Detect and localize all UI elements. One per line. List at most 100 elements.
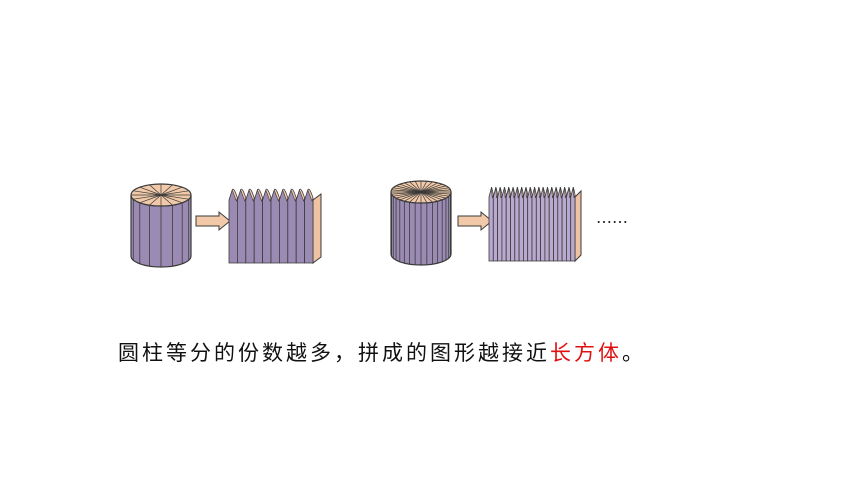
cylinder-radius-line bbox=[133, 194, 162, 200]
cuboid-strip bbox=[497, 186, 503, 262]
cylinder-radius-line bbox=[420, 191, 443, 201]
cuboid-strip bbox=[514, 186, 520, 262]
cylinder-radius-line bbox=[409, 181, 422, 193]
cuboid-strip bbox=[570, 186, 576, 262]
cylinder-radius-line bbox=[160, 184, 173, 196]
cuboid-strip bbox=[527, 186, 533, 262]
cuboid-strip-top bbox=[521, 187, 524, 199]
cuboid-strip bbox=[523, 186, 529, 262]
cylinder-radius-line bbox=[404, 182, 422, 193]
cylinder-radius-line bbox=[404, 191, 422, 202]
caption-highlight: 长方体 bbox=[550, 341, 622, 365]
cylinder-radius-line bbox=[420, 191, 449, 197]
cylinder-radius-line bbox=[160, 186, 183, 196]
cuboid-strip bbox=[505, 186, 511, 262]
cylinder-radius-line bbox=[139, 194, 162, 204]
cylinder-radius-line bbox=[420, 191, 447, 199]
cuboid-strip-top bbox=[516, 187, 520, 199]
cylinder-radius-line bbox=[391, 191, 422, 195]
cuboid-side-face bbox=[312, 193, 322, 264]
cuboid-strip bbox=[544, 186, 550, 262]
cylinder-radius-line bbox=[409, 191, 422, 203]
cylinder-radius-line bbox=[414, 181, 422, 193]
cuboid-strip-top bbox=[508, 187, 511, 199]
cylinder-radius-line bbox=[420, 183, 443, 193]
cuboid-strip-top bbox=[534, 187, 537, 199]
cuboid-strip-top bbox=[525, 187, 529, 199]
cylinder-radius-line bbox=[160, 194, 189, 200]
cuboid-strip-top bbox=[265, 188, 272, 202]
cuboid-strip bbox=[566, 186, 572, 262]
cuboid-strip bbox=[531, 186, 537, 262]
cuboid-strip bbox=[510, 186, 516, 262]
cuboid-strip-top bbox=[512, 187, 516, 199]
cylinder-radius-line bbox=[399, 183, 422, 193]
cuboid-strip-top bbox=[568, 187, 572, 199]
cylinder bbox=[130, 183, 192, 268]
cylinder-radius-line bbox=[420, 181, 433, 193]
cuboid-strip bbox=[518, 186, 524, 262]
cylinder-radius-line bbox=[420, 191, 451, 195]
cuboid-strip bbox=[561, 186, 567, 262]
cuboid-strip-top bbox=[299, 188, 305, 202]
cuboid-strip bbox=[553, 186, 559, 262]
cuboid-strip-top bbox=[273, 188, 280, 202]
cylinder-radius-line bbox=[420, 182, 438, 193]
cuboid-block bbox=[228, 188, 322, 264]
cuboid-side-face bbox=[574, 189, 582, 263]
cylinder-radius-line bbox=[420, 191, 438, 202]
cylinder-radius-line bbox=[393, 191, 422, 197]
cylinder-radius-line bbox=[149, 184, 162, 196]
cylinder-radius-line bbox=[420, 187, 449, 193]
caption-text: 圆柱等分的份数越多，拼成的图形越接近 bbox=[118, 341, 550, 365]
cuboid-strip-top bbox=[495, 187, 498, 199]
continuation-ellipsis: …… bbox=[596, 208, 628, 227]
cylinder-radius-line bbox=[420, 185, 447, 193]
cylinder-radius-line bbox=[391, 189, 422, 193]
cuboid-strip-top bbox=[491, 187, 494, 199]
cuboid-strip bbox=[488, 186, 494, 262]
cuboid-strip bbox=[540, 186, 546, 262]
cuboid-strip-top bbox=[529, 187, 533, 199]
cylinder bbox=[390, 180, 452, 266]
cuboid-strip-top bbox=[546, 187, 550, 199]
cylinder-radius-line bbox=[139, 186, 162, 196]
transform-arrow bbox=[195, 210, 231, 232]
stage-coarse bbox=[130, 183, 322, 268]
cuboid-strip bbox=[492, 186, 498, 262]
cylinder-radius-line bbox=[399, 191, 422, 201]
caption-sentence: 圆柱等分的份数越多，拼成的图形越接近长方体。 bbox=[118, 337, 646, 367]
cuboid-block bbox=[488, 186, 582, 263]
cuboid-strip-top bbox=[248, 188, 255, 202]
cuboid-strip-top bbox=[538, 187, 541, 199]
cuboid-strip-top bbox=[542, 187, 546, 199]
cylinder-radius-line bbox=[414, 191, 422, 203]
cuboid-strip-top bbox=[282, 188, 289, 202]
cylinder-radius-line bbox=[420, 191, 433, 203]
cuboid-strip-top bbox=[231, 188, 238, 202]
cuboid-strip bbox=[501, 186, 507, 262]
cylinder-radius-line bbox=[160, 194, 183, 204]
cuboid-strip-top bbox=[555, 187, 559, 199]
cylinder-radius-line bbox=[420, 189, 451, 193]
cuboid-strip-top bbox=[572, 187, 576, 199]
cuboid-strip-top bbox=[240, 188, 247, 202]
cylinder-radius-line bbox=[395, 185, 422, 193]
cuboid-strip bbox=[557, 186, 563, 262]
cuboid-strip-top bbox=[559, 187, 563, 199]
cuboid-strip-top bbox=[564, 187, 567, 199]
transform-arrow bbox=[457, 210, 493, 232]
cuboid-strip-top bbox=[499, 187, 503, 199]
cuboid-strip-top bbox=[307, 188, 314, 202]
cuboid-strip-top bbox=[257, 188, 263, 202]
cuboid-strip-top bbox=[290, 188, 297, 202]
cylinder-radius-line bbox=[133, 190, 162, 196]
cuboid-strip bbox=[535, 186, 541, 262]
cylinder-radius-line bbox=[420, 191, 428, 203]
cylinder-radius-line bbox=[420, 181, 428, 193]
caption-end: 。 bbox=[622, 341, 646, 365]
cylinder-radius-line bbox=[393, 187, 422, 193]
cylinder-radius-line bbox=[160, 190, 189, 196]
cylinder-radius-line bbox=[160, 194, 173, 206]
